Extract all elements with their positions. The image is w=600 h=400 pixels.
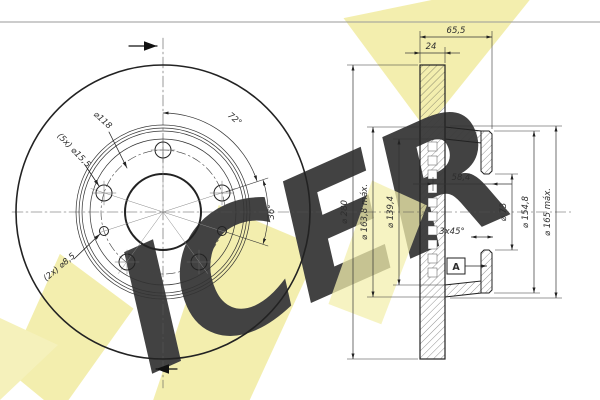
dia-1394-label: ⌀ 139,4 bbox=[386, 196, 396, 228]
flange-upper bbox=[480, 130, 493, 175]
thickness-label: 24 bbox=[426, 42, 437, 52]
dia-1638-label: ⌀ 163,8 máx. bbox=[360, 184, 370, 240]
angle-36-arc bbox=[262, 179, 269, 245]
outer-diameter-circle bbox=[15, 64, 311, 360]
datum-letter: A bbox=[452, 262, 460, 273]
section-view: 65,5 24 ⌀ 280 ⌀ 163,8 máx. ⌀ 139,4 58,4 … bbox=[340, 26, 572, 360]
watermark-yellow-swoosh bbox=[138, 205, 320, 400]
overall-width-label: 65,5 bbox=[447, 26, 466, 36]
bolt-circle-leader bbox=[108, 131, 128, 169]
ext-line-minus18deg bbox=[225, 231, 269, 247]
pin-holes-leader bbox=[73, 233, 101, 260]
bore-label: ⌀ 73 bbox=[499, 203, 509, 222]
pin-holes bbox=[99, 226, 227, 236]
watermark-brand-text: ICER bbox=[85, 68, 536, 400]
angle-72-arc bbox=[162, 111, 258, 182]
bolt-holes-leader bbox=[84, 164, 100, 187]
flange-lower bbox=[480, 249, 493, 294]
angle-72-label: 72° bbox=[225, 111, 243, 128]
vent-slots bbox=[427, 141, 438, 278]
bolt-holes-label: (5x) ⌀15,5 bbox=[55, 131, 93, 169]
dia-1548-label: ⌀ 154,8 bbox=[521, 195, 531, 228]
watermark-corner-wedge bbox=[0, 318, 58, 400]
depth-label: 58,4 bbox=[452, 173, 471, 183]
front-view: 72° 36° ⌀118 (5x) ⌀15,5 (2x) ⌀8,5 bbox=[11, 37, 323, 389]
watermark-yellow-left bbox=[7, 253, 134, 400]
od-label: ⌀ 280 bbox=[340, 200, 350, 224]
dia-165-label: ⌀ 165 máx. bbox=[543, 188, 553, 236]
ext-line-18deg bbox=[225, 177, 269, 193]
bolt-circle-dia-label: ⌀118 bbox=[91, 110, 114, 132]
angle-36-label: 36° bbox=[267, 204, 277, 219]
chamfer-label: 3x45° bbox=[439, 227, 465, 237]
